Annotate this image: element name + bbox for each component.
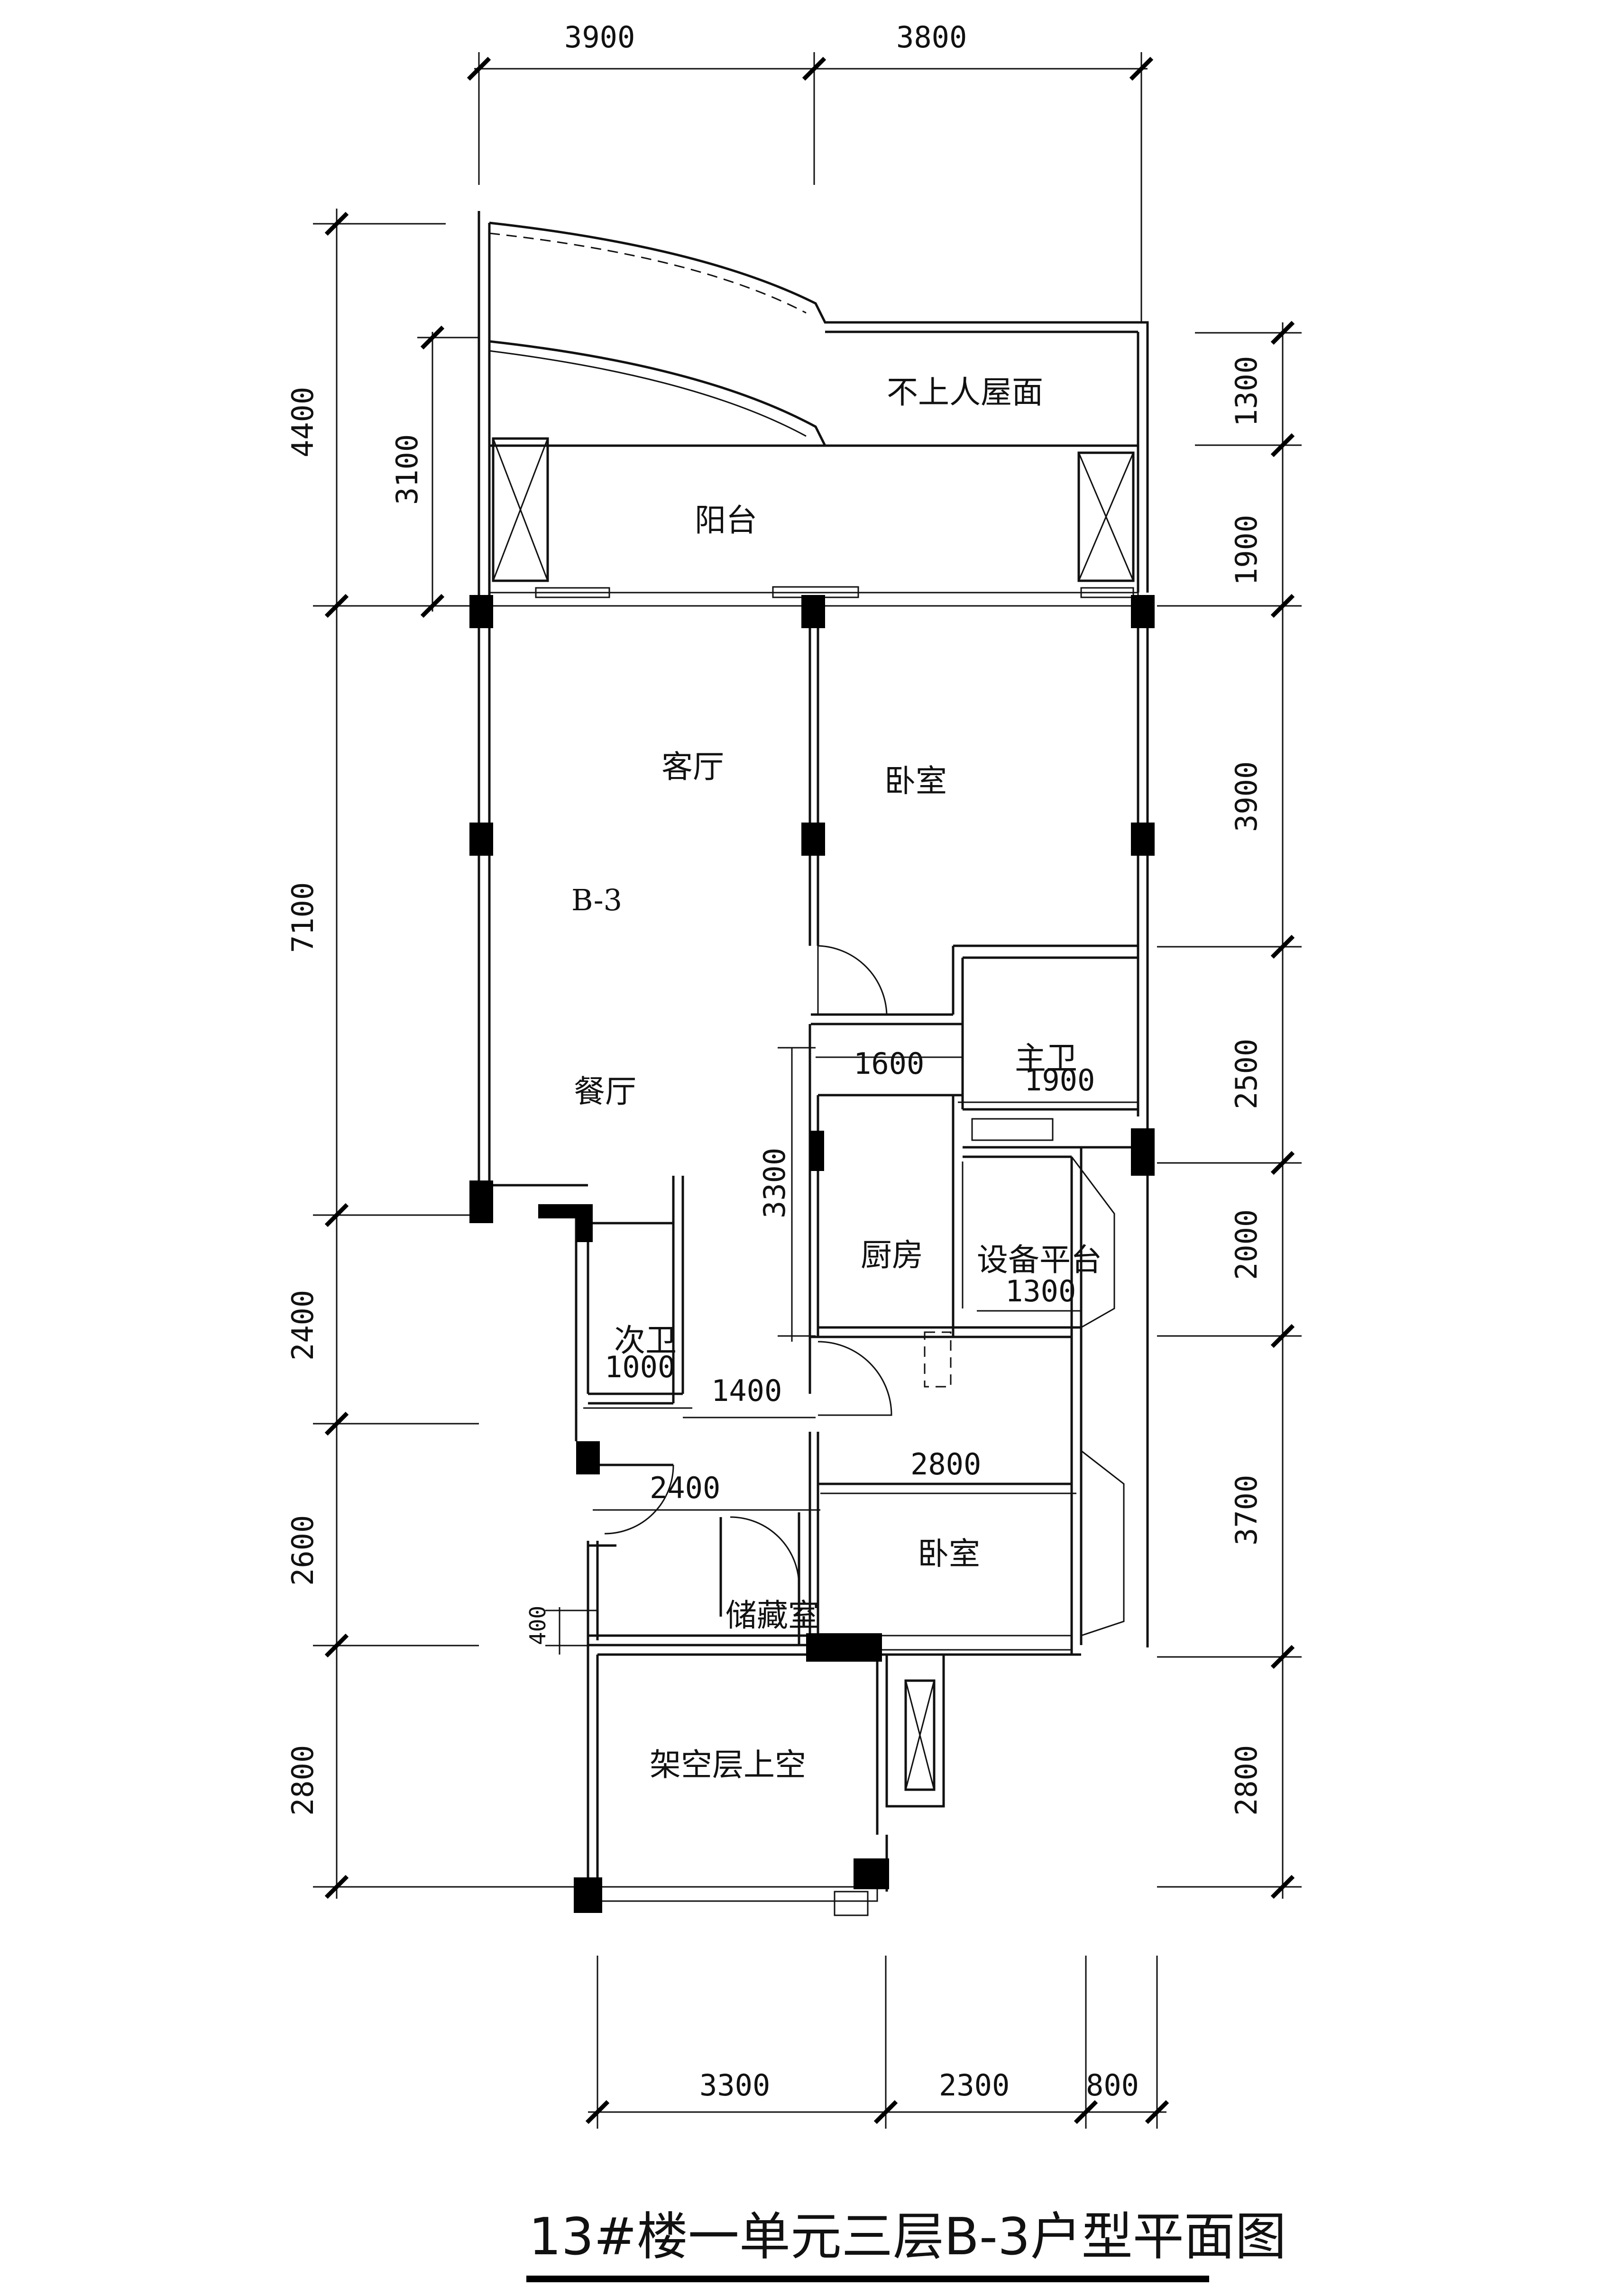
dim-inner-1000: 1000 [605, 1350, 675, 1384]
unit-label: B-3 [571, 883, 622, 917]
dim-left-3: 2400 [285, 1290, 320, 1361]
dim-left-5: 2800 [285, 1745, 320, 1816]
dim-bottom-3: 800 [1086, 2068, 1139, 2103]
dimension-lines [313, 52, 1302, 2129]
dim-inner-1900: 1900 [1024, 1063, 1095, 1098]
room-balcony: 阳台 [695, 502, 757, 539]
dim-right-6: 3700 [1229, 1475, 1264, 1546]
dim-left-small: 400 [525, 1606, 551, 1645]
dim-right-4: 2500 [1229, 1039, 1264, 1109]
room-storage: 储藏室 [725, 1597, 819, 1634]
dim-bottom-2: 2300 [939, 2068, 1010, 2103]
dim-left-1: 4400 [285, 387, 320, 457]
dim-right-5: 2000 [1229, 1209, 1264, 1280]
room-bedroom-1: 卧室 [884, 763, 947, 799]
dim-right-3: 3900 [1229, 761, 1264, 832]
dim-inner-2400: 2400 [650, 1471, 720, 1505]
dim-left-4: 2600 [285, 1515, 320, 1586]
room-void: 架空层上空 [650, 1747, 806, 1783]
room-equipment: 设备平台 [977, 1242, 1102, 1278]
dim-top-1: 3900 [564, 20, 635, 55]
dim-inner-1300: 1300 [1005, 1274, 1076, 1308]
dim-left-2: 7100 [285, 882, 320, 953]
room-dining: 餐厅 [574, 1073, 636, 1110]
dim-left-inner: 3100 [390, 434, 424, 505]
plan-title: 13#楼一单元三层B-3户型平面图 [529, 2207, 1286, 2267]
room-bedroom-2: 卧室 [918, 1536, 980, 1572]
dim-top-2: 3800 [896, 20, 967, 55]
room-living: 客厅 [661, 749, 724, 785]
room-roof: 不上人屋面 [887, 374, 1043, 411]
dim-inner-1400: 1400 [711, 1373, 782, 1408]
room-kitchen: 厨房 [861, 1237, 923, 1273]
dim-inner-3300: 3300 [757, 1148, 792, 1218]
dim-right-2: 1900 [1229, 515, 1264, 585]
columns [469, 595, 1155, 1913]
room-master-bath: 主卫 [1015, 1040, 1077, 1077]
walls [478, 211, 1149, 1916]
title-underline [526, 2276, 1209, 2282]
dim-bottom-1: 3300 [699, 2068, 770, 2103]
dim-right-7: 2800 [1229, 1745, 1264, 1816]
dim-inner-2800: 2800 [910, 1447, 981, 1482]
dim-right-1: 1300 [1229, 356, 1264, 427]
room-second-bath: 次卫 [614, 1322, 677, 1359]
dim-inner-1600: 1600 [854, 1046, 924, 1081]
